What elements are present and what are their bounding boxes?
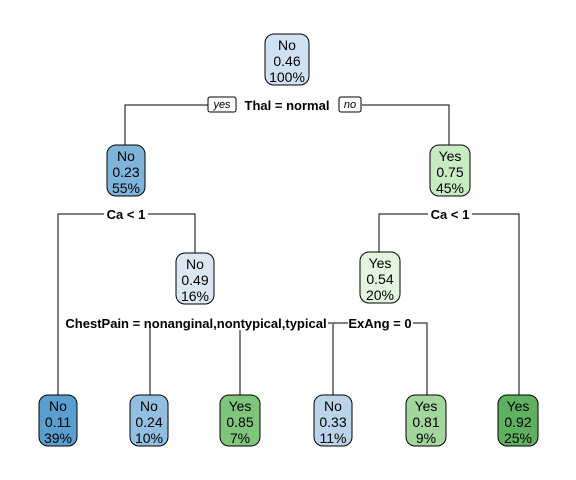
tree-node-left-right-prob: 0.49 [181, 272, 208, 288]
tree-leaf-5-box [405, 394, 447, 447]
tree-node-left-right-class: No [186, 256, 204, 272]
tree-leaf-2-box [129, 394, 169, 447]
tree-leaf-5-pct: 9% [416, 430, 436, 446]
tree-leaf-3-class: Yes [229, 398, 252, 414]
tree-node-left-box [106, 144, 146, 197]
split-label-chestpain: ChestPain = nonanginal,nontypical,typica… [65, 316, 326, 331]
tree-node-right: Yes 0.75 45% [429, 144, 471, 197]
tree-node-left-class: No [117, 148, 135, 164]
tree-leaf-2-class: No [140, 398, 158, 414]
tree-leaf-1-pct: 39% [44, 430, 72, 446]
tree-leaf-1: No 0.11 39% [38, 394, 78, 447]
edge-right-left [378, 213, 428, 253]
tree-leaf-6-prob: 0.92 [504, 414, 531, 430]
split-label-exang: ExAng = 0 [348, 316, 411, 331]
tree-leaf-4-class: No [324, 398, 342, 414]
tree-leaf-4-box [313, 394, 353, 447]
tree-node-left-pct: 55% [112, 180, 140, 196]
edge-rl-left [332, 322, 348, 396]
tree-node-right-prob: 0.75 [436, 164, 463, 180]
tree-node-root-class: No [278, 37, 296, 53]
tree-node-right-left-pct: 20% [366, 287, 394, 303]
tree-node-right-box [429, 144, 471, 197]
tree-leaf-5-prob: 0.81 [412, 414, 439, 430]
tree-node-right-class: Yes [439, 148, 462, 164]
tree-node-left-prob: 0.23 [112, 164, 139, 180]
tree-node-root-box [264, 33, 310, 86]
split-label-left: Ca < 1 [107, 207, 146, 222]
tree-node-right-left-prob: 0.54 [366, 271, 393, 287]
branch-tag-yes: yes [207, 96, 237, 113]
tree-leaf-3-prob: 0.85 [226, 414, 253, 430]
tree-leaf-6-box [497, 394, 539, 447]
tree-leaf-5-class: Yes [415, 398, 438, 414]
tree-leaf-2: No 0.24 10% [129, 394, 169, 447]
tree-node-right-left-class: Yes [369, 255, 392, 271]
tree-leaf-2-pct: 10% [135, 430, 163, 446]
branch-tag-no: no [338, 96, 362, 113]
tree-edges [57, 104, 520, 396]
tree-leaf-3-pct: 7% [230, 430, 250, 446]
tree-leaf-6-pct: 25% [504, 430, 532, 446]
tree-node-left-right-pct: 16% [181, 288, 209, 304]
tree-node-right-left-box [359, 251, 401, 304]
tree-node-root-pct: 100% [269, 69, 305, 85]
split-label-right: Ca < 1 [431, 207, 470, 222]
edge-right-right [472, 213, 520, 396]
edge-left-left [57, 213, 104, 396]
tree-leaf-1-prob: 0.11 [45, 414, 71, 430]
edge-rl-right [413, 322, 428, 396]
edge-root-left [124, 104, 208, 148]
tree-leaf-4-prob: 0.33 [319, 414, 346, 430]
edge-root-right [362, 104, 450, 148]
tree-leaf-2-prob: 0.24 [135, 414, 162, 430]
tree-leaf-3: Yes 0.85 7% [219, 394, 261, 447]
tree-node-root: No 0.46 100% [264, 33, 310, 86]
branch-tag-no-label: no [344, 99, 356, 111]
tree-node-left-right-box [175, 252, 215, 305]
tree-node-right-left: Yes 0.54 20% [359, 251, 401, 304]
tree-leaf-1-box [38, 394, 78, 447]
branch-tag-yes-label: yes [212, 99, 231, 111]
tree-node-left-right: No 0.49 16% [175, 252, 215, 305]
split-label-root: Thal = normal [245, 98, 330, 113]
tree-node-root-prob: 0.46 [273, 53, 300, 69]
tree-leaf-1-class: No [49, 398, 67, 414]
tree-leaf-6: Yes 0.92 25% [497, 394, 539, 447]
tree-leaf-4: No 0.33 11% [313, 394, 353, 447]
tree-leaf-3-box [219, 394, 261, 447]
tree-leaf-6-class: Yes [507, 398, 530, 414]
tree-node-left: No 0.23 55% [106, 144, 146, 197]
edge-left-right [148, 213, 196, 254]
tree-leaf-4-pct: 11% [320, 430, 347, 446]
tree-node-right-pct: 45% [436, 180, 464, 196]
tree-leaf-5: Yes 0.81 9% [405, 394, 447, 447]
